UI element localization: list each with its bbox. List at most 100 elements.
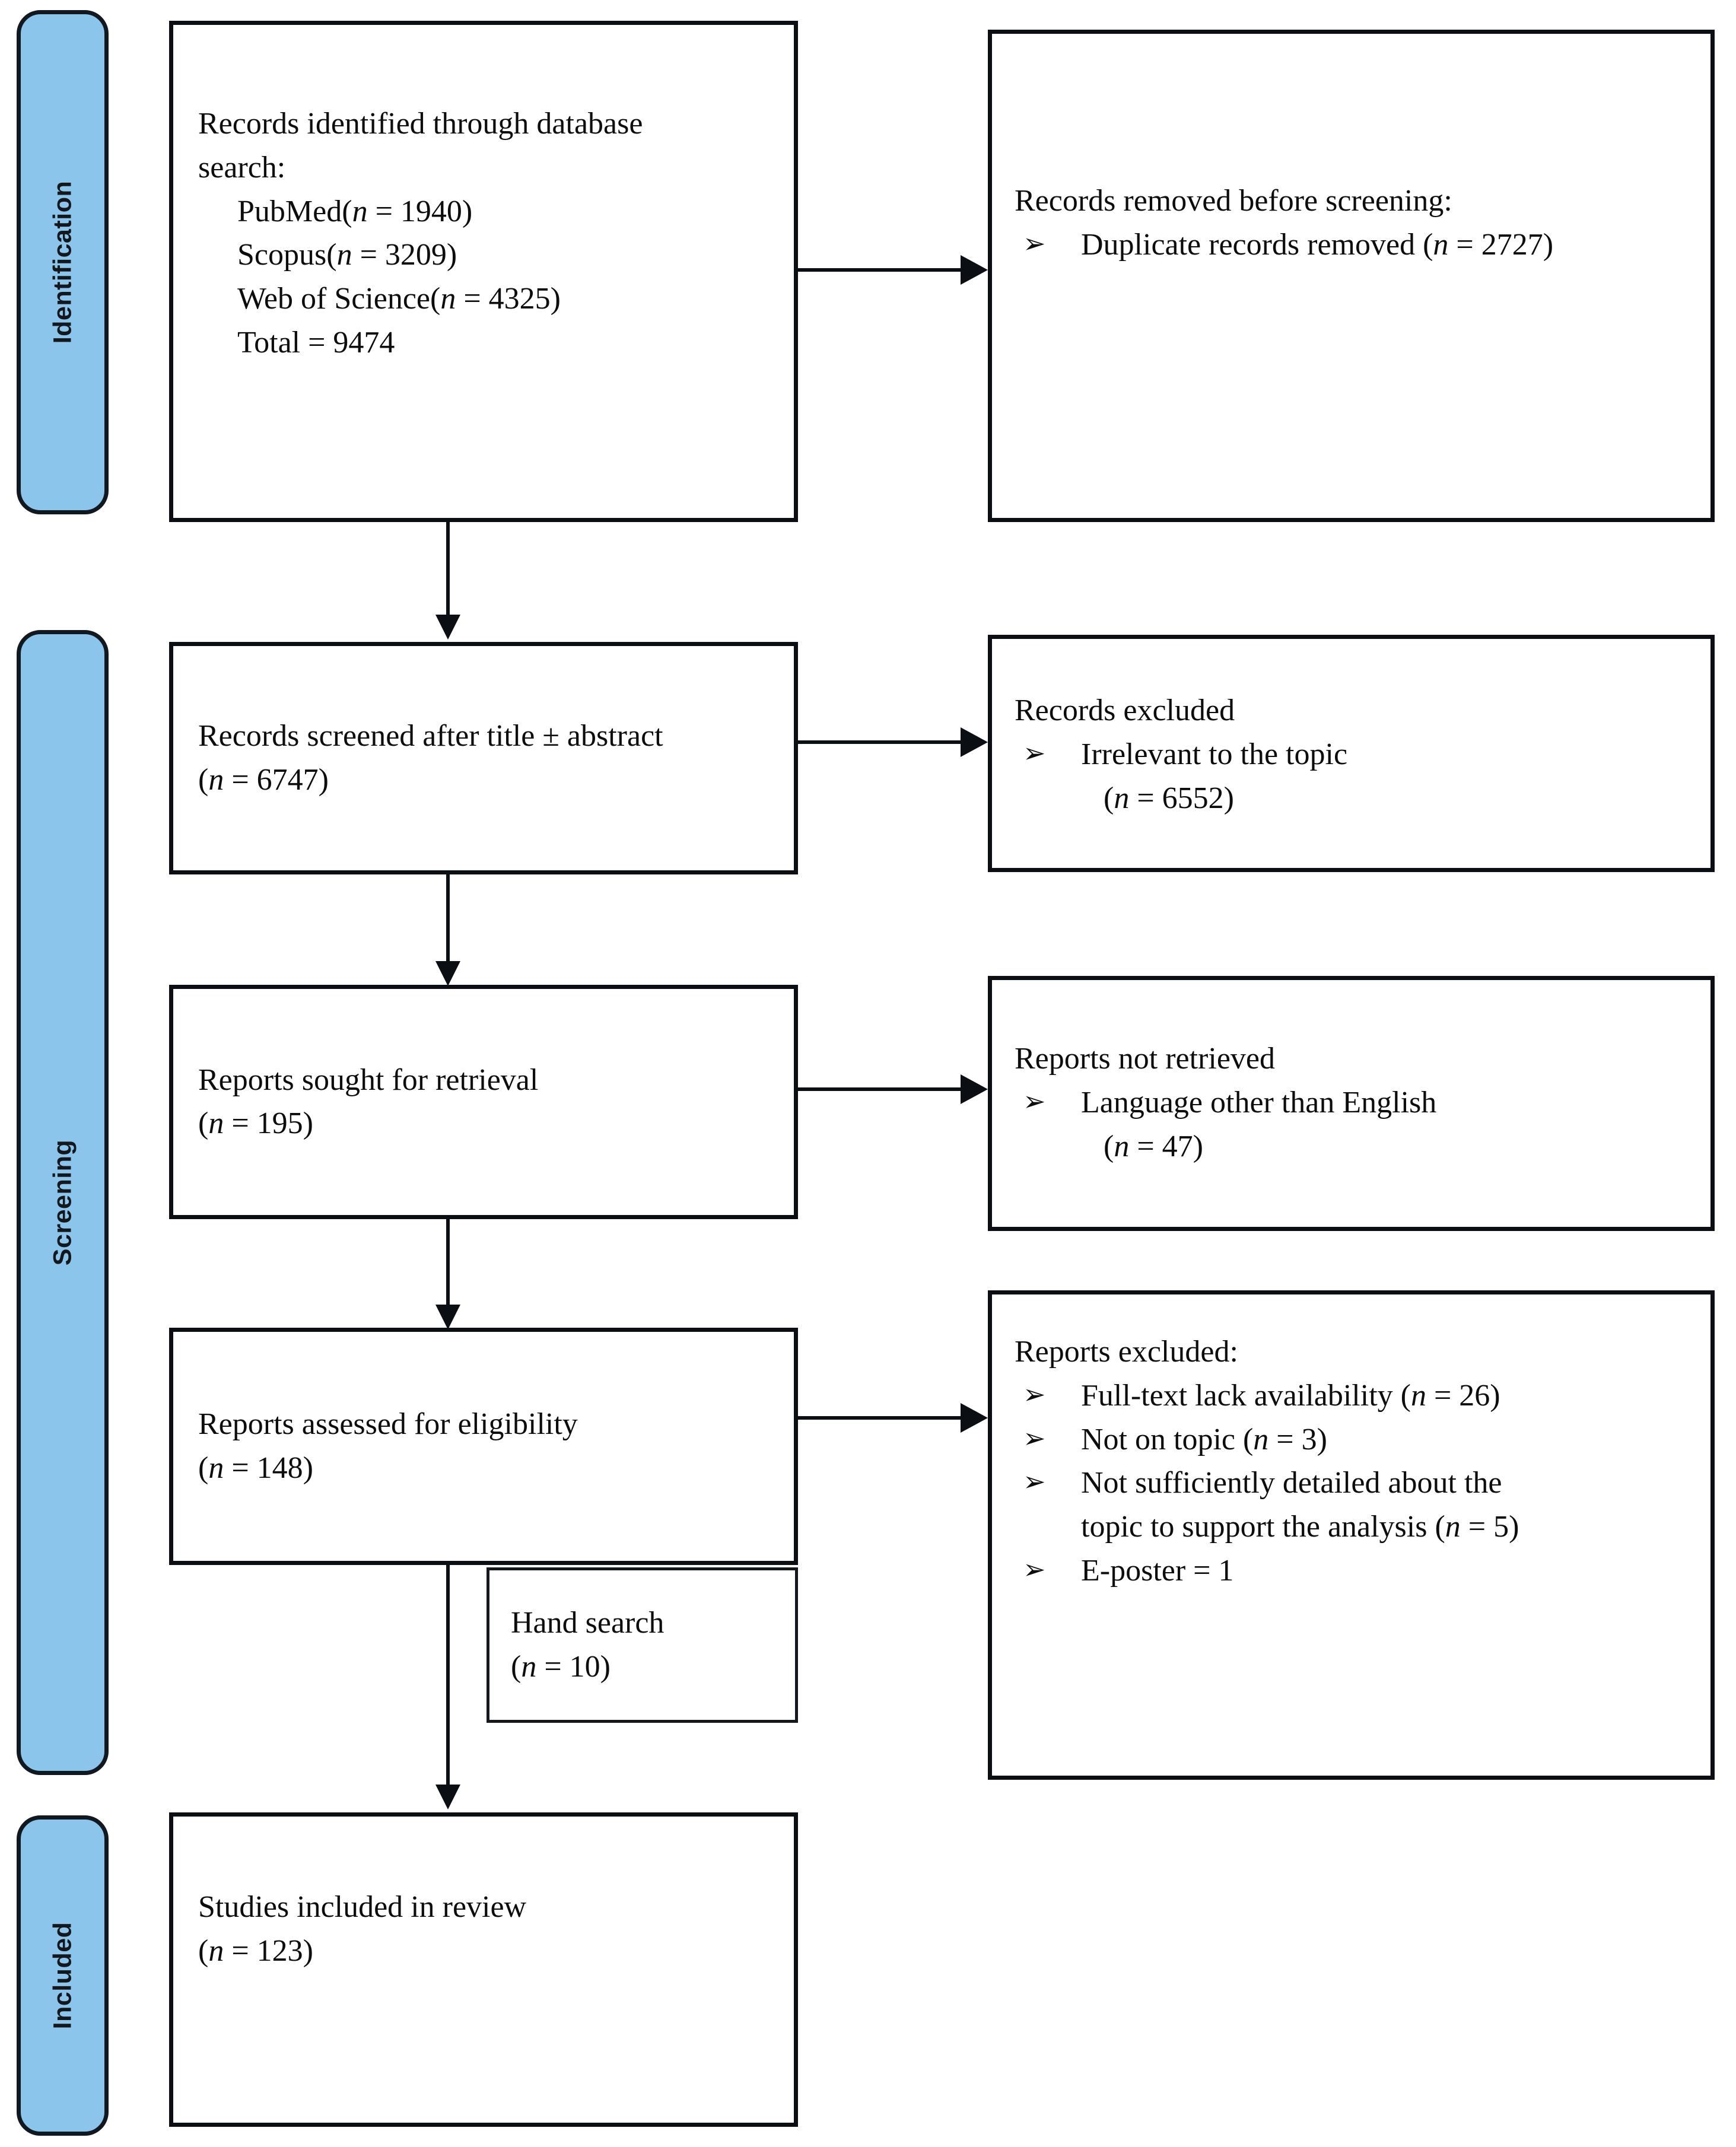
reports-excluded-bullet-3-line-2: topic to support the analysis ( xyxy=(1081,1510,1445,1544)
reports-excluded-bullet-2-n-value: 3 xyxy=(1301,1422,1317,1456)
source-label-web-of-science: Web of Science xyxy=(237,282,430,316)
connector-assessed-to-included xyxy=(446,1565,450,1786)
bullet-arrow-icon: ➢ xyxy=(1023,1378,1046,1410)
connector-screened-to-sought xyxy=(446,874,450,962)
records-excluded-paren-close: ) xyxy=(1223,781,1234,815)
reports-excluded-bullet-1-n-var: n xyxy=(1410,1378,1426,1413)
arrow-sought-to-not-retrieved xyxy=(961,1074,988,1104)
phase-label-screening: Screening xyxy=(48,1139,77,1266)
studies-included-count: (n = 123) xyxy=(198,1929,776,1973)
reports-assessed-paren-close: ) xyxy=(303,1451,313,1485)
reports-excluded-bullet-2-n-eq: = xyxy=(1268,1422,1302,1456)
source-n-value-wos: 4325 xyxy=(488,282,551,316)
records-excluded-count: (n = 6552) xyxy=(1015,777,1693,820)
arrow-identified-to-screened xyxy=(435,615,460,640)
reports-excluded-bullet-4-text: E-poster = 1 xyxy=(1081,1554,1234,1588)
connector-identified-to-removed xyxy=(798,268,961,272)
studies-included-paren-open: ( xyxy=(198,1933,209,1968)
reports-sought-n-value: 195 xyxy=(256,1106,303,1141)
reports-excluded-bullet-3-line-1: Not sufficiently detailed about the xyxy=(1081,1466,1502,1500)
source-n-var-pubmed: n xyxy=(352,194,368,228)
phase-bar-identification: Identification xyxy=(17,10,109,514)
reports-sought-box: Reports sought for retrieval (n = 195) xyxy=(169,985,798,1219)
source-paren-close-pubmed: ) xyxy=(462,194,473,228)
hand-search-n-value: 10 xyxy=(569,1650,600,1684)
records-removed-bullet-1-text: Duplicate records removed ( xyxy=(1081,227,1433,262)
reports-excluded-bullet-1-suffix: ) xyxy=(1490,1378,1500,1413)
records-excluded-n-var: n xyxy=(1114,781,1130,815)
studies-included-box: Studies included in review (n = 123) xyxy=(169,1812,798,2127)
records-identified-heading-line-1: Records identified through database xyxy=(198,107,643,141)
source-row-pubmed: PubMed(n = 1940) xyxy=(198,190,776,234)
records-removed-bullet-1-suffix: ) xyxy=(1543,227,1554,262)
bullet-arrow-icon: ➢ xyxy=(1023,1084,1046,1117)
reports-excluded-bullet-2-text: Not on topic ( xyxy=(1081,1422,1254,1456)
reports-sought-paren-close: ) xyxy=(303,1106,313,1141)
reports-excluded-bullet-3: ➢ Not sufficiently detailed about the topi… xyxy=(1015,1461,1693,1549)
records-excluded-heading: Records excluded xyxy=(1015,694,1235,727)
studies-included-heading: Studies included in review xyxy=(198,1890,527,1924)
source-row-web-of-science: Web of Science(n = 4325) xyxy=(198,277,776,321)
records-removed-bullet-1-n-var: n xyxy=(1433,227,1449,262)
records-identified-total: Total = 9474 xyxy=(237,326,395,360)
hand-search-count: (n = 10) xyxy=(511,1645,777,1689)
reports-excluded-bullet-1-n-eq: = xyxy=(1426,1378,1460,1413)
records-excluded-box: Records excluded ➢ Irrelevant to the topi… xyxy=(988,635,1715,872)
reports-excluded-bullet-2-suffix: ) xyxy=(1317,1422,1327,1456)
connector-identified-to-screened xyxy=(446,522,450,616)
bullet-arrow-icon: ➢ xyxy=(1023,1421,1046,1454)
reports-excluded-bullet-1-n-value: 26 xyxy=(1459,1378,1490,1413)
source-paren-close-wos: ) xyxy=(550,282,561,316)
phase-label-identification: Identification xyxy=(48,180,77,344)
source-n-eq-pubmed: = xyxy=(367,194,400,228)
phase-bar-screening: Screening xyxy=(17,630,109,1775)
reports-assessed-n-value: 148 xyxy=(256,1451,303,1485)
reports-excluded-bullet-3-n-var: n xyxy=(1445,1510,1461,1544)
arrow-screened-to-sought xyxy=(435,961,460,986)
bullet-arrow-icon: ➢ xyxy=(1023,736,1046,769)
records-identified-box: Records identified through database sear… xyxy=(169,21,798,522)
source-n-value-scopus: 3209 xyxy=(384,238,447,272)
reports-assessed-heading: Reports assessed for eligibility xyxy=(198,1407,578,1442)
connector-assessed-to-reports-excluded xyxy=(798,1416,961,1420)
arrow-assessed-to-included xyxy=(435,1785,460,1809)
source-label-pubmed: PubMed xyxy=(237,194,342,228)
reports-excluded-bullet-3-n-eq: = xyxy=(1460,1510,1494,1544)
source-row-scopus: Scopus(n = 3209) xyxy=(198,233,776,277)
reports-not-retrieved-paren-close: ) xyxy=(1193,1129,1203,1163)
records-screened-heading: Records screened after title ± abstract xyxy=(198,719,663,753)
reports-not-retrieved-heading: Reports not retrieved xyxy=(1015,1042,1275,1076)
reports-not-retrieved-count: (n = 47) xyxy=(1015,1125,1693,1169)
records-screened-box: Records screened after title ± abstract … xyxy=(169,642,798,874)
source-n-eq-wos: = xyxy=(456,282,489,316)
reports-not-retrieved-n-value: 47 xyxy=(1162,1129,1193,1163)
reports-not-retrieved-n-eq: = xyxy=(1129,1129,1162,1163)
studies-included-paren-close: ) xyxy=(303,1933,313,1968)
reports-excluded-box: Reports excluded: ➢ Full-text lack availa… xyxy=(988,1290,1715,1780)
records-identified-heading-line-2: search: xyxy=(198,150,286,185)
reports-excluded-bullet-4: ➢ E-poster = 1 xyxy=(1015,1549,1693,1593)
records-screened-n-var: n xyxy=(208,763,224,797)
bullet-arrow-icon: ➢ xyxy=(1023,1465,1046,1498)
records-removed-bullet-1-n-eq: = xyxy=(1448,227,1481,262)
reports-excluded-heading: Reports excluded: xyxy=(1015,1335,1238,1369)
reports-excluded-bullet-1-text: Full-text lack availability ( xyxy=(1081,1378,1411,1413)
hand-search-paren-open: ( xyxy=(511,1650,522,1684)
records-removed-bullet-1: ➢ Duplicate records removed (n = 2727) xyxy=(1015,223,1693,267)
reports-excluded-bullet-3-suffix: ) xyxy=(1509,1510,1519,1544)
records-screened-paren-open: ( xyxy=(198,763,209,797)
hand-search-heading: Hand search xyxy=(511,1606,664,1640)
records-excluded-n-eq: = xyxy=(1129,781,1162,815)
records-removed-bullet-1-n-value: 2727 xyxy=(1481,227,1543,262)
bullet-arrow-icon: ➢ xyxy=(1023,1553,1046,1586)
arrow-sought-to-assessed xyxy=(435,1305,460,1329)
bullet-arrow-icon: ➢ xyxy=(1023,227,1046,259)
reports-sought-n-eq: = xyxy=(224,1106,257,1141)
reports-not-retrieved-bullet-1-text: Language other than English xyxy=(1081,1085,1437,1119)
records-excluded-bullet-1-text: Irrelevant to the topic xyxy=(1081,737,1348,771)
records-excluded-bullet-1: ➢ Irrelevant to the topic xyxy=(1015,733,1693,777)
records-screened-count: (n = 6747) xyxy=(198,758,776,802)
source-n-var-wos: n xyxy=(440,282,456,316)
source-paren-open-scopus: ( xyxy=(326,238,337,272)
